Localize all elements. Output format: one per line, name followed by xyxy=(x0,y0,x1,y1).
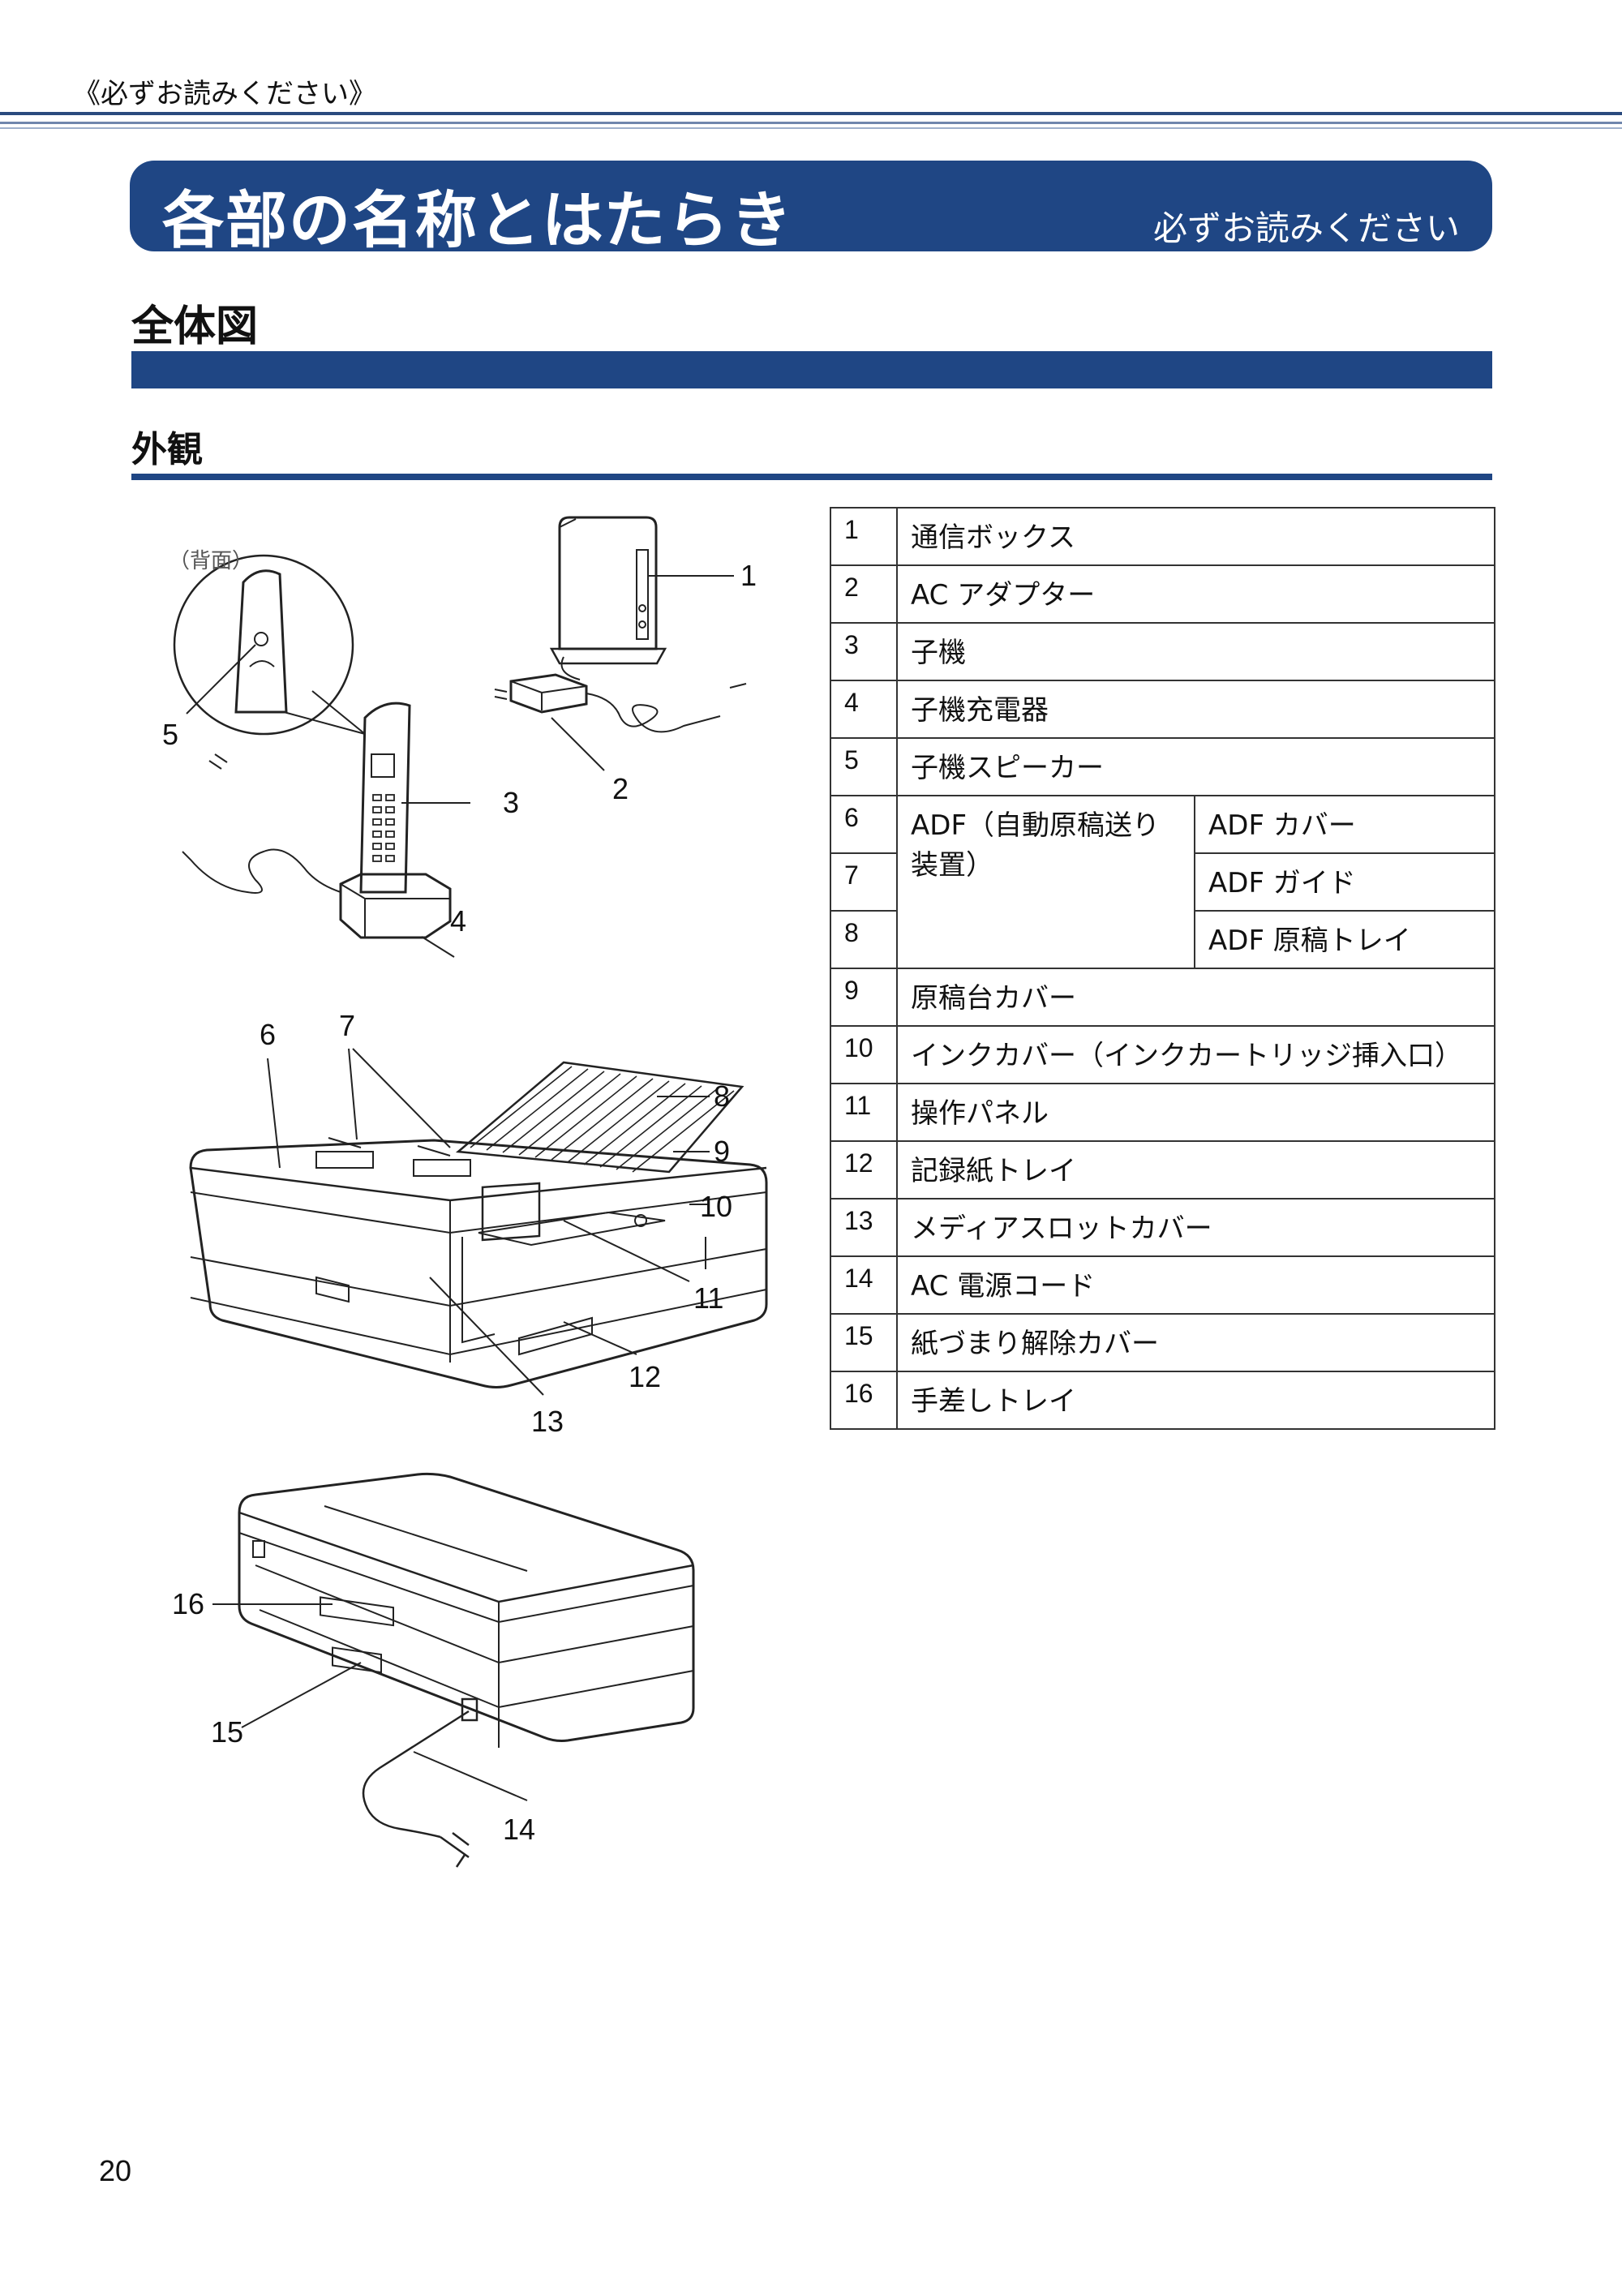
part-number: 2 xyxy=(830,564,898,624)
part-number: 1 xyxy=(830,507,898,566)
running-head: 《必ずお読みください》 xyxy=(73,78,376,110)
part-subname: ADF 原稿トレイ xyxy=(1194,910,1495,969)
part-subname: ADF ガイド xyxy=(1194,852,1495,912)
back-view-circle xyxy=(173,554,354,736)
part-number: 11 xyxy=(830,1083,898,1142)
part-number: 14 xyxy=(830,1255,898,1315)
subsection-title: 外観 xyxy=(131,429,203,470)
part-name: 通信ボックス xyxy=(896,507,1495,566)
table-row: 13 メディアスロットカバー xyxy=(830,1198,1495,1257)
printer-front xyxy=(189,1061,768,1388)
callout-label: 16 xyxy=(172,1587,204,1620)
part-name: 子機スピーカー xyxy=(896,737,1495,796)
callout-label: 2 xyxy=(612,772,629,805)
part-name: 原稿台カバー xyxy=(896,968,1495,1027)
chapter-banner: 各部の名称とはたらき 必ずお読みください xyxy=(130,161,1492,256)
callout-label: 9 xyxy=(714,1135,730,1168)
callout-label: 3 xyxy=(503,786,519,819)
charger-cord xyxy=(182,848,341,894)
callout-label: 7 xyxy=(339,1009,355,1042)
chapter-subtitle: 必ずお読みください xyxy=(1152,208,1460,248)
handset-charger xyxy=(339,873,452,939)
table-row: 16 手差しトレイ xyxy=(830,1371,1495,1430)
table-row: 10 インクカバー（インクカートリッジ挿入口） xyxy=(830,1025,1495,1084)
table-row: 12 記録紙トレイ xyxy=(830,1140,1495,1199)
handset-back xyxy=(234,569,288,714)
parts-illustration: （背面） 1 2 3 4 5 xyxy=(122,487,852,1946)
part-number: 7 xyxy=(830,852,898,912)
chapter-title: 各部の名称とはたらき xyxy=(162,184,794,256)
callout-label: 5 xyxy=(162,718,178,751)
callout-label: 14 xyxy=(503,1813,535,1846)
ac-adapter xyxy=(509,673,588,714)
part-name: AC アダプター xyxy=(896,564,1495,624)
table-row: 11 操作パネル xyxy=(830,1083,1495,1142)
callout-label: 15 xyxy=(211,1715,243,1749)
part-name: 紙づまり解除カバー xyxy=(896,1313,1495,1372)
header-rule xyxy=(0,127,1622,129)
back-view-label: （背面） xyxy=(169,549,253,573)
parts-table: 1 通信ボックス 2 AC アダプター 3 子機 4 子機充電器 5 子機スピー… xyxy=(830,507,1495,1430)
table-row: 4 子機充電器 xyxy=(830,680,1495,739)
page-number: 20 xyxy=(99,2154,132,2187)
callout-label: 10 xyxy=(700,1190,732,1223)
part-name: 子機充電器 xyxy=(896,680,1495,739)
communication-box xyxy=(558,516,658,650)
callout-label: 8 xyxy=(714,1079,730,1113)
part-number: 16 xyxy=(830,1371,898,1430)
table-row: 5 子機スピーカー xyxy=(830,737,1495,796)
callout-label: 6 xyxy=(260,1018,276,1051)
table-row: 2 AC アダプター xyxy=(830,564,1495,624)
table-row: 6 ADF（自動原稿送り装置） ADF カバー xyxy=(830,795,1495,969)
table-row: 3 子機 xyxy=(830,622,1495,681)
part-number: 6 xyxy=(830,795,898,854)
callout-label: 4 xyxy=(450,904,466,938)
table-row: 14 AC 電源コード xyxy=(830,1255,1495,1315)
handset-front xyxy=(359,702,411,894)
part-name: AC 電源コード xyxy=(896,1255,1495,1315)
power-cord xyxy=(362,1710,470,1839)
part-number: 8 xyxy=(830,910,898,969)
part-number: 3 xyxy=(830,622,898,681)
part-number: 10 xyxy=(830,1025,898,1084)
part-name: 手差しトレイ xyxy=(896,1371,1495,1430)
section-title: 全体図 xyxy=(131,303,259,351)
table-row: 7 ADF ガイド xyxy=(830,852,1495,912)
part-subname: ADF カバー xyxy=(1194,795,1495,854)
callout-label: 11 xyxy=(693,1281,723,1315)
part-number: 12 xyxy=(830,1140,898,1199)
callout-label: 13 xyxy=(531,1405,564,1438)
section-bar xyxy=(131,351,1492,388)
part-name: 記録紙トレイ xyxy=(896,1140,1495,1199)
part-name: 子機 xyxy=(896,622,1495,681)
part-number: 9 xyxy=(830,968,898,1027)
part-name: メディアスロットカバー xyxy=(896,1198,1495,1257)
part-number: 4 xyxy=(830,680,898,739)
table-row: 1 通信ボックス xyxy=(830,507,1495,566)
callout-label: 1 xyxy=(740,559,757,592)
printer-back xyxy=(238,1472,695,1748)
part-name: インクカバー（インクカートリッジ挿入口） xyxy=(896,1025,1495,1084)
header-rule xyxy=(0,112,1622,115)
part-number: 5 xyxy=(830,737,898,796)
part-name: 操作パネル xyxy=(896,1083,1495,1142)
part-number: 13 xyxy=(830,1198,898,1257)
part-name: ADF（自動原稿送り装置） xyxy=(896,795,1195,969)
callout-label: 12 xyxy=(629,1360,661,1393)
part-number: 15 xyxy=(830,1313,898,1372)
table-row: 8 ADF 原稿トレイ xyxy=(830,910,1495,969)
table-row: 9 原稿台カバー xyxy=(830,968,1495,1027)
header-rule xyxy=(0,122,1622,124)
table-row: 15 紙づまり解除カバー xyxy=(830,1313,1495,1372)
subsection-rule xyxy=(131,474,1492,480)
